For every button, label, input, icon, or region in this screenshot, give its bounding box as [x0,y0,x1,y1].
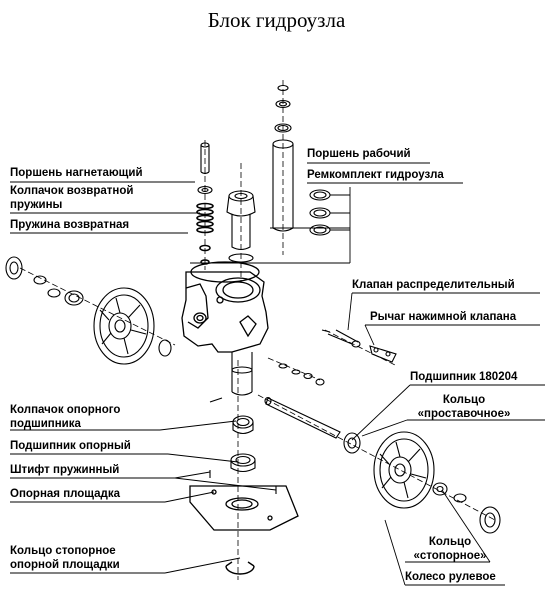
pump-housing [181,261,269,353]
leader-lines [10,162,545,586]
valve-lever [369,345,397,363]
label-spacer-ring-line2: «проставочное» [417,408,511,420]
spring-pins [209,397,277,494]
piston-working [272,84,294,232]
label-return-spring-cap: Колпачок возвратной пружины [10,184,133,212]
support-bearing-cap [232,415,254,435]
distribution-valve [321,329,361,348]
pump-piston [200,142,210,175]
wheel-right [373,431,501,534]
return-spring [196,202,214,234]
label-plate-retaining-ring-line1: Кольцо стопорное [10,545,116,557]
bearing-180204 [343,432,361,454]
label-return-spring-cap-line1: Колпачок возвратной [10,185,134,197]
label-support-bearing: Подшипник опорный [10,440,131,452]
return-spring-cap [197,185,213,195]
guide-sleeve [226,190,256,263]
valve-small-parts [278,363,325,386]
label-bearing-180204: Подшипник 180204 [410,371,518,383]
label-plate-retaining-ring-line2: опорной площадки [10,559,120,571]
label-spacer-ring-line1: Кольцо [442,394,486,406]
label-support-bearing-cap: Колпачок опорного подшипника [10,403,120,431]
support-bearing [230,453,256,473]
support-plate [189,485,299,531]
label-return-spring-cap-line2: пружины [10,199,63,211]
wheel-axle [264,396,341,439]
label-repair-kit: Ремкомплект гидроузла [307,169,444,181]
repair-kit-seals [309,189,331,236]
label-support-plate: Опорная площадка [10,488,121,500]
housing-stem [231,352,253,396]
label-retaining-ring-line2: «стопорное» [413,550,487,562]
label-retaining-ring-line1: Кольцо [428,536,472,548]
label-spacer-ring: Кольцо «проставочное» [407,393,521,421]
label-support-bearing-cap-line1: Колпачок опорного [10,404,121,416]
label-distribution-valve: Клапан распределительный [352,279,515,291]
label-plate-retaining-ring: Кольцо стопорное опорной площадки [10,544,120,572]
label-retaining-ring: Кольцо «стопорное» [405,535,495,563]
label-steering-wheel: Колесо рулевое [405,571,496,583]
label-piston-working: Поршень рабочий [307,148,411,160]
label-piston-pump: Поршень нагнетающий [10,167,143,179]
label-spring-pin: Штифт пружинный [10,464,120,476]
label-valve-lever: Рычаг нажимной клапана [370,311,517,323]
page-title: Блок гидроузла [207,8,346,32]
wheel-left [5,256,172,365]
label-return-spring: Пружина возвратная [10,219,130,231]
plate-retaining-ring [225,561,255,575]
label-support-bearing-cap-line2: подшипника [10,418,81,430]
